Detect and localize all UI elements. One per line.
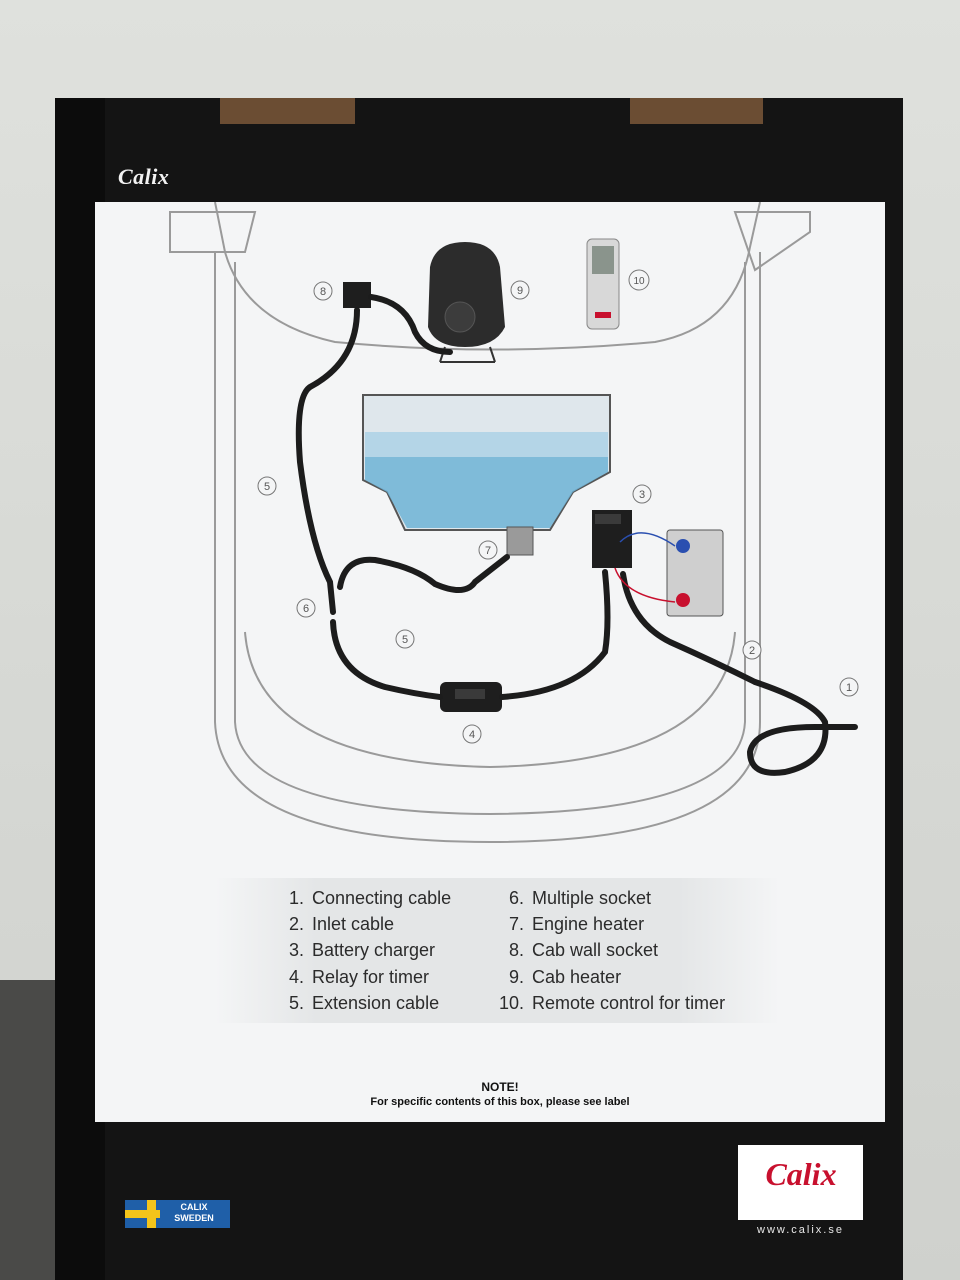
calix-top-logo: Calix <box>118 164 170 189</box>
legend-item: 3.Battery charger <box>288 940 436 961</box>
calix-badge-logo: Calix <box>765 1156 837 1192</box>
callout-8: 8 <box>320 286 326 298</box>
engine-block <box>362 394 611 531</box>
legend-left: 1.Connecting cable 2.Inlet cable 3.Batte… <box>268 885 451 1016</box>
wiring-diagram: 1 2 3 4 5 5 6 7 8 9 10 <box>169 202 859 844</box>
legend-item: 10.Remote control for timer <box>498 992 726 1013</box>
legend-item: 6.Multiple socket <box>508 888 652 908</box>
flag-label: CALIX SWEDEN <box>174 1202 214 1223</box>
legend-item: 9.Cab heater <box>508 966 622 987</box>
remote-control <box>586 238 620 330</box>
battery-leads <box>614 532 676 603</box>
sweden-flag-icon <box>125 1200 230 1228</box>
legend-item: 4.Relay for timer <box>288 966 430 987</box>
callout-4: 4 <box>469 729 475 741</box>
legend-band <box>215 878 780 1023</box>
legend-item: 7.Engine heater <box>508 914 645 935</box>
legend-item: 5.Extension cable <box>288 992 440 1013</box>
callout-1: 1 <box>846 682 852 694</box>
callout-5a: 5 <box>264 481 270 493</box>
engine-heater <box>506 526 534 556</box>
callout-5b: 5 <box>402 634 408 646</box>
car-outline <box>169 202 811 844</box>
box-flap-left <box>220 98 355 124</box>
callout-7: 7 <box>485 545 491 557</box>
legend-item: 2.Inlet cable <box>288 914 395 935</box>
callout-2: 2 <box>749 645 755 657</box>
website-url: www.calix.se <box>757 1224 844 1236</box>
callout-10: 10 <box>633 276 645 287</box>
cables <box>295 294 858 776</box>
battery <box>666 529 724 617</box>
cab-wall-socket <box>343 282 371 308</box>
box-flap-right <box>630 98 763 124</box>
cab-heater <box>428 242 505 363</box>
callout-3: 3 <box>639 489 645 501</box>
timer-relay <box>440 682 502 712</box>
callouts: 1 2 3 4 5 5 6 7 8 9 10 <box>257 269 859 744</box>
battery-charger <box>592 510 632 568</box>
callout-9: 9 <box>517 285 523 297</box>
note-text: For specific contents of this box, pleas… <box>370 1096 630 1108</box>
legend-right: 6.Multiple socket 7.Engine heater 8.Cab … <box>488 885 725 1016</box>
calix-badge <box>738 1145 863 1220</box>
legend-item: 1.Connecting cable <box>288 888 452 908</box>
note-title: NOTE! <box>481 1080 519 1094</box>
callout-6: 6 <box>303 603 309 615</box>
legend-item: 8.Cab wall socket <box>508 940 659 961</box>
